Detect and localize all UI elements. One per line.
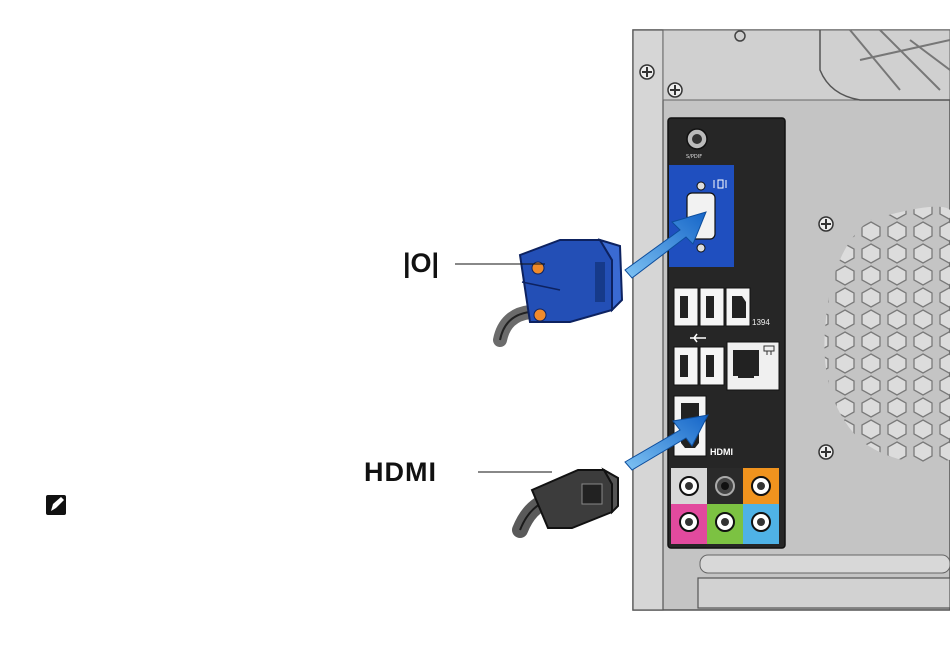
screw-icon — [668, 83, 682, 97]
vga-cable — [500, 240, 622, 340]
spdif-label: S/PDIF — [686, 154, 702, 160]
screw-icon — [819, 217, 833, 231]
screw-icon — [819, 445, 833, 459]
hdmi-port-label: HDMI — [710, 447, 733, 457]
rear-io-panel: S/PDIF 1394 — [668, 118, 785, 548]
audio-ports — [671, 468, 779, 544]
ieee1394-label: 1394 — [752, 318, 770, 327]
hdmi-cable — [520, 470, 618, 530]
screw-icon — [640, 65, 654, 79]
vga-connector-label: |O| — [403, 248, 439, 278]
hdmi-connector-label: HDMI — [364, 457, 437, 487]
note-pencil-icon — [46, 495, 66, 515]
network-port — [727, 342, 779, 390]
